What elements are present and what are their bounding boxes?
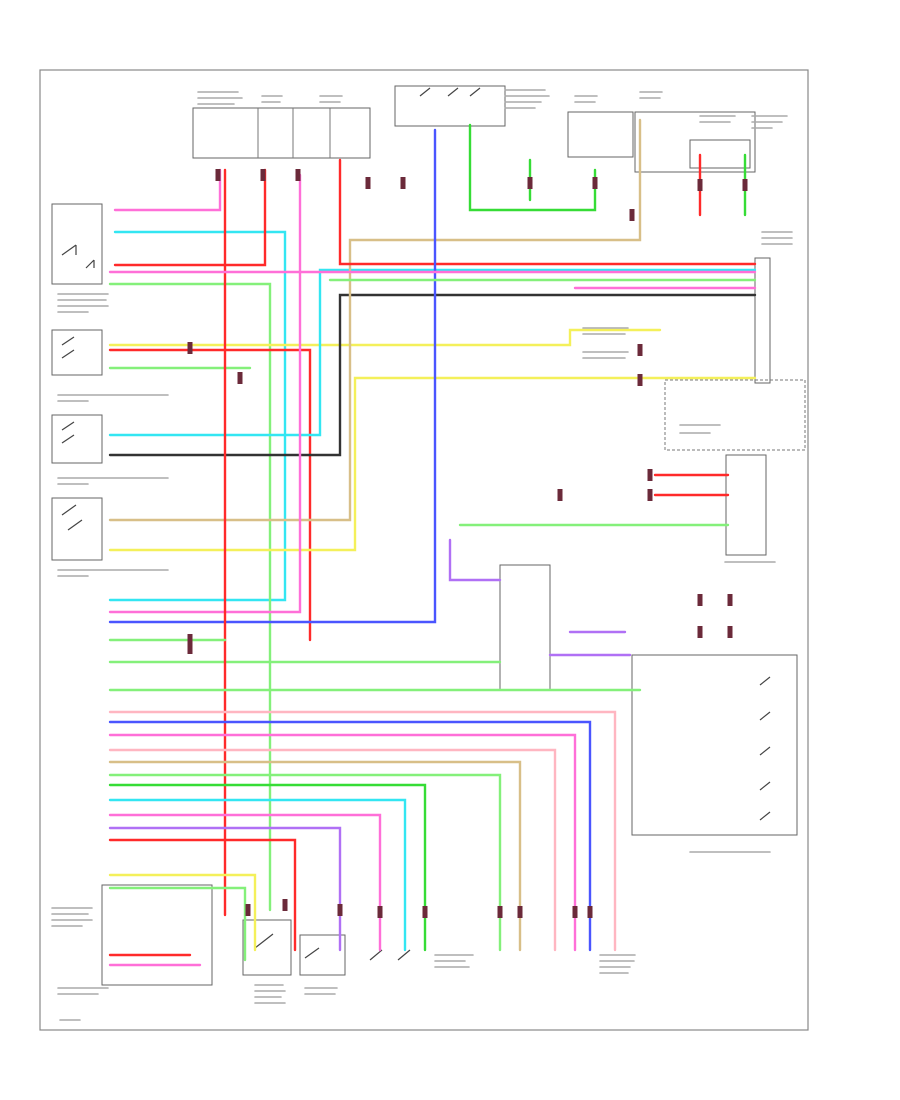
wire-light-pink [108, 748, 557, 952]
wire-green [108, 783, 427, 952]
connector-block [337, 904, 343, 916]
connector-block [647, 469, 653, 481]
connector-block [727, 594, 733, 606]
connector-block [637, 374, 643, 386]
connector-block [697, 179, 703, 191]
connector-group [187, 169, 748, 918]
wire-red [108, 348, 312, 642]
wire-red [113, 168, 267, 267]
wire-black [108, 293, 757, 457]
wire-blue [108, 720, 592, 952]
connector-block [497, 906, 503, 918]
wire-light-green [108, 282, 272, 912]
left-components [51, 203, 346, 986]
diagram-frame [39, 69, 809, 1031]
wire-cyan [108, 268, 757, 437]
connector-block [742, 179, 748, 191]
wire-tan [108, 118, 642, 522]
connector-block [587, 906, 593, 918]
connector-block [697, 626, 703, 638]
connector-block [697, 594, 703, 606]
wire-pink [113, 168, 222, 212]
connector-block [187, 342, 193, 354]
wire-pink [108, 173, 302, 614]
connector-block [260, 169, 266, 181]
wire-blue [108, 128, 437, 624]
connector-block [527, 177, 533, 189]
wire-red [338, 158, 757, 266]
connector-block [377, 906, 383, 918]
connector-block [592, 177, 598, 189]
connector-block [245, 904, 251, 916]
wire-yellow [108, 873, 257, 952]
connector-block [365, 177, 371, 189]
label-marks [51, 89, 793, 1021]
connector-block [282, 899, 288, 911]
connector-block [215, 169, 221, 181]
connector-block [237, 372, 243, 384]
connector-block [647, 489, 653, 501]
top-fuse-boxes [192, 85, 756, 173]
wire-red [108, 838, 297, 952]
connector-block [517, 906, 523, 918]
switch-symbols [61, 87, 771, 961]
connector-block [629, 209, 635, 221]
wire-tan [108, 760, 522, 952]
wire-green [468, 123, 597, 212]
connector-block [187, 642, 193, 654]
connector-block [557, 489, 563, 501]
wire-light-green [108, 886, 247, 962]
wire-violet [448, 538, 502, 582]
connector-block [572, 906, 578, 918]
wire-cyan [108, 798, 407, 952]
connector-block [422, 906, 428, 918]
connector-block [400, 177, 406, 189]
wire-group [108, 118, 757, 967]
wire-pink [108, 813, 382, 952]
wire-pink [108, 733, 577, 952]
connector-block [637, 344, 643, 356]
wire-cyan [108, 230, 287, 602]
wire-light-pink [108, 710, 617, 952]
connector-block [295, 169, 301, 181]
wire-light-green [108, 773, 502, 952]
connector-block [187, 634, 193, 646]
connector-block [727, 626, 733, 638]
wire-yellow [108, 376, 757, 552]
